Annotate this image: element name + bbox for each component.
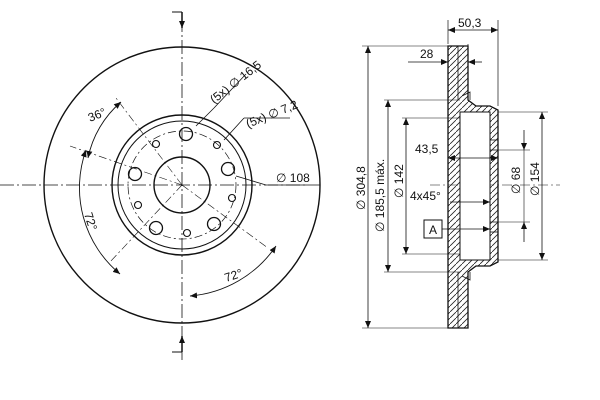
bolt-circle: [127, 130, 237, 240]
chamfer-label: 4x45°: [410, 189, 441, 203]
center-bore: [153, 156, 211, 214]
datum-a-label: A: [429, 223, 437, 237]
diameter-154-label: ∅ 154: [528, 162, 542, 196]
disc-outer-edge: [43, 46, 321, 324]
large-hole: [206, 216, 222, 232]
small-hole-diameter-label: (5x) ∅ 7,2: [244, 97, 300, 131]
small-hole: [182, 228, 192, 238]
outer-diameter-label: ∅ 304,8: [354, 166, 368, 210]
hat-diameter-max-label: ∅ 185,5 máx.: [373, 159, 387, 232]
small-hole: [133, 200, 143, 210]
small-hole: [227, 193, 237, 203]
small-holes: [133, 139, 237, 238]
bolt-circle-diameter-label: ∅ 108: [276, 171, 310, 185]
large-hole: [220, 161, 236, 177]
depth-43-5-label: 43,5: [415, 142, 439, 156]
large-hole: [148, 220, 164, 236]
large-hole-diameter-label: (5x) ∅ 16,5: [207, 57, 264, 106]
diameter-142-label: ∅ 142: [392, 164, 406, 198]
width-28-label: 28: [420, 47, 434, 61]
large-hole: [178, 126, 194, 142]
large-holes: [127, 126, 236, 236]
large-hole: [127, 166, 143, 182]
section-view: 50,3 28 ∅ 304,8 ∅ 185,5 máx. ∅ 142 43,5 …: [354, 16, 560, 329]
center-bore-diameter-label: ∅ 68: [509, 167, 523, 194]
angle-36-label: 36°: [86, 105, 108, 125]
width-50-3-label: 50,3: [458, 16, 482, 30]
angle-72-left-label: 72°: [81, 211, 100, 233]
small-hole: [212, 140, 222, 150]
front-view: 36° 72° 72° (5x) ∅ 16,5 (5x) ∅ 7,2 ∅ 108: [0, 11, 321, 360]
small-hole: [151, 139, 161, 149]
angle-72-bottom-label: 72°: [223, 266, 245, 285]
